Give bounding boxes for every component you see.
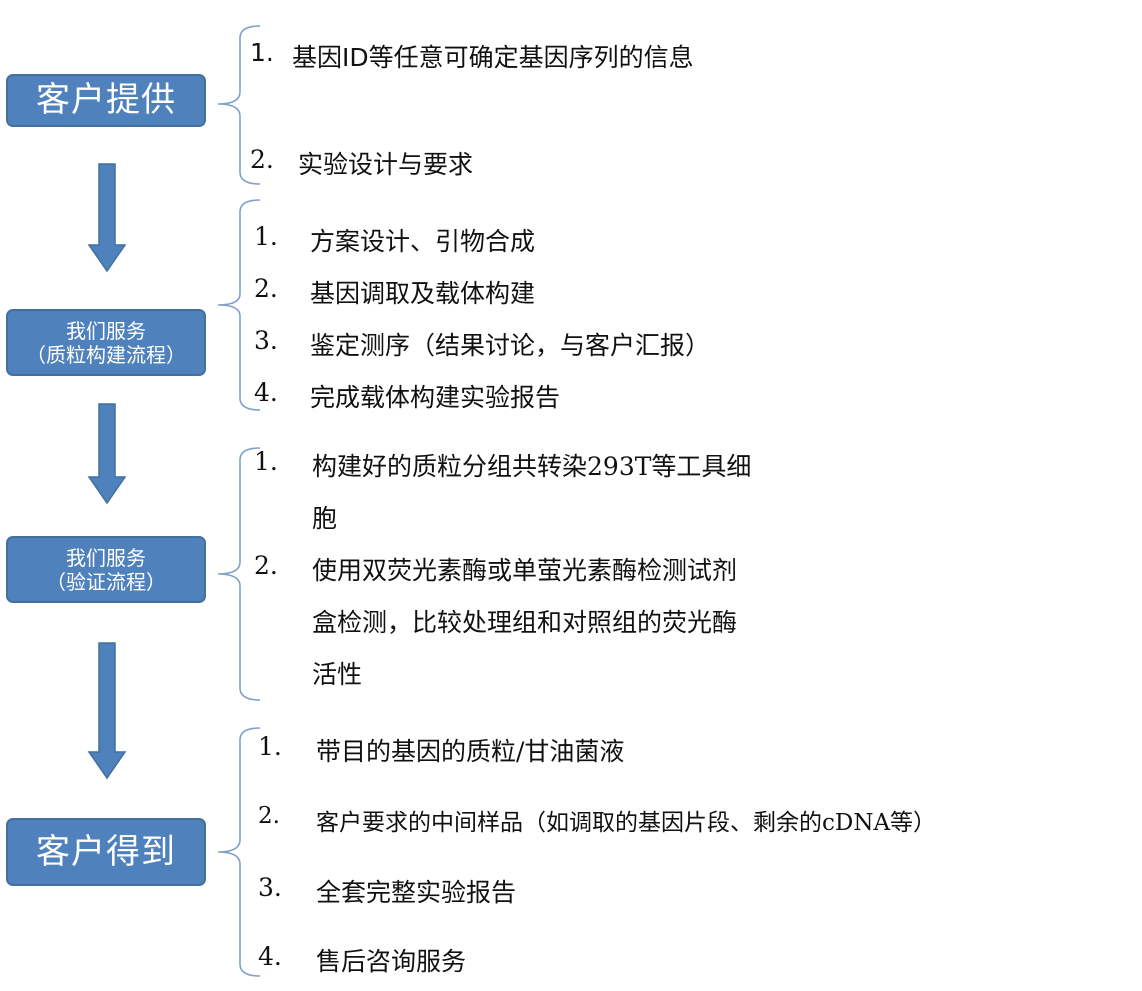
stage-label: 我们服务 (66, 318, 146, 343)
item-text: 鉴定测序（结果讨论，与客户汇报） (310, 331, 711, 360)
stage-box-validation: 我们服务 （验证流程） (6, 536, 206, 603)
stage-label: 客户提供 (36, 80, 176, 121)
item-number: 2. (254, 274, 278, 303)
down-arrow-icon (87, 403, 127, 505)
item-text: 售后咨询服务 (316, 947, 467, 976)
item-text: 全套完整实验报告 (316, 878, 517, 907)
stage-box-plasmid-construction: 我们服务 （质粒构建流程） (6, 309, 206, 376)
item-text: 基因ID等任意可确定基因序列的信息 (292, 43, 694, 72)
list-item-continuation: 胞 (312, 499, 337, 535)
item-number: 2. (254, 551, 278, 580)
item-number: 3. (254, 326, 278, 355)
item-text: 实验设计与要求 (298, 150, 474, 179)
brace-icon (217, 447, 261, 701)
item-text-continuation: 活性 (312, 660, 363, 689)
item-text: 基因调取及载体构建 (310, 279, 536, 308)
brace-icon (217, 199, 261, 411)
item-number: 2. (258, 803, 280, 829)
stage-box-customer-receives: 客户得到 (6, 818, 206, 886)
brace-icon (217, 25, 261, 185)
item-text: 完成载体构建实验报告 (310, 383, 561, 412)
list-item-continuation: 活性 (312, 655, 362, 691)
item-number: 1. (250, 38, 274, 67)
down-arrow-icon (87, 642, 127, 780)
item-number: 1. (254, 222, 278, 251)
item-text-continuation: 盒检测，比较处理组和对照组的荧光酶 (312, 608, 738, 637)
stage-sublabel: （验证流程） (46, 569, 166, 594)
item-number: 4. (254, 378, 278, 407)
down-arrow-icon (87, 163, 127, 273)
item-number: 1. (258, 732, 282, 761)
item-number: 2. (250, 145, 274, 174)
item-text: 使用双荧光素酶或单萤光素酶检测试剂 (312, 556, 738, 585)
stage-label: 客户得到 (36, 831, 176, 872)
stage-label: 我们服务 (66, 545, 146, 570)
item-text: 客户要求的中间样品（如调取的基因片段、剩余的cDNA等） (316, 810, 937, 836)
item-number: 3. (258, 873, 282, 902)
item-text-continuation: 胞 (312, 504, 338, 533)
item-text: 构建好的质粒分组共转染293T等工具细 (312, 452, 752, 481)
item-number: 4. (258, 942, 282, 971)
item-text: 带目的基因的质粒/甘油菌液 (316, 737, 625, 766)
stage-sublabel: （质粒构建流程） (26, 342, 186, 367)
item-text: 方案设计、引物合成 (310, 227, 536, 256)
item-number: 1. (254, 447, 278, 476)
stage-box-customer-provides: 客户提供 (6, 74, 206, 127)
list-item-continuation: 盒检测，比较处理组和对照组的荧光酶 (312, 603, 737, 639)
brace-icon (217, 727, 261, 977)
